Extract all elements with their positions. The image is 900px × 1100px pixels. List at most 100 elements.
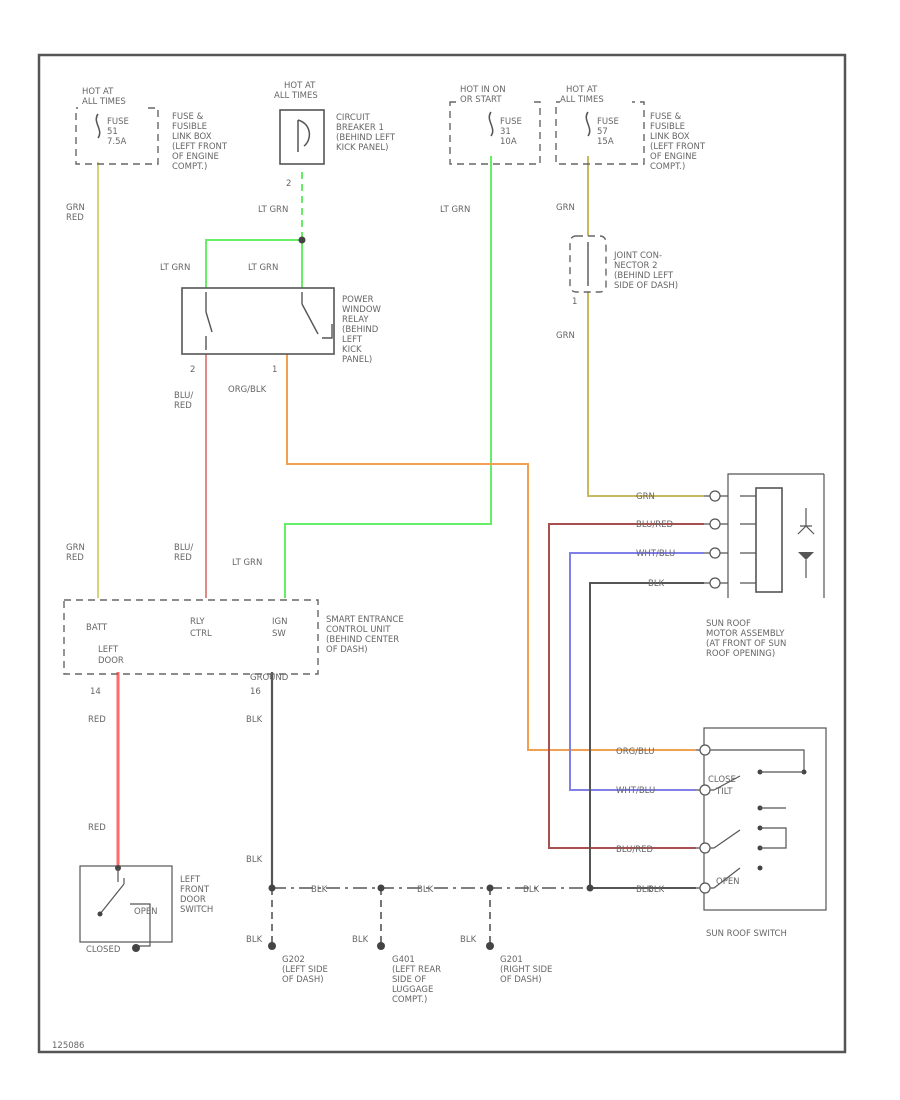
motor-body [755,487,783,593]
splice-dot [586,884,594,892]
ground-label: G201 [500,955,523,965]
switch-desc: SUN ROOF SWITCH [706,929,787,939]
fuse-31-hot-label-2: OR START [460,95,502,105]
switch-close-label: CLOSE [708,775,736,785]
joint-connector-2: JOINT CON- NECTOR 2 (BEHIND LEFT SIDE OF… [569,235,678,307]
splice-dot [486,884,494,892]
wire-label: RED [66,213,84,223]
fuse-51-desc: FUSIBLE [172,122,207,132]
breaker-hot-label-2: ALL TIMES [274,91,318,101]
wire-label: RED [66,553,84,563]
fuse-57-desc: OF ENGINE [650,152,697,162]
wire-label: BLK [246,935,263,945]
fuse-57-icon [585,111,591,137]
wire-grn-motor [587,292,704,497]
ground-symbol [377,942,385,950]
wire-label: BLK [523,885,540,895]
control-unit-desc: OF DASH) [326,645,368,655]
wire-label: BLK [246,855,263,865]
fuse-57-number: 57 [597,127,608,137]
door-switch-desc: DOOR [180,895,206,905]
switch-tilt-label: TILT [715,787,733,797]
splice-dot [377,884,385,892]
fuse-51-label: FUSE [107,117,129,127]
door-switch-desc: FRONT [180,885,210,895]
fuse-51-rating: 7.5A [107,137,127,147]
ground-desc: (LEFT REAR [392,965,441,975]
smart-entrance-control-unit: BATT RLY CTRL IGN SW LEFT DOOR GROUND SM… [63,599,404,697]
motor-wire-label: GRN [636,492,655,502]
control-unit-door-label: DOOR [98,656,124,666]
breaker-hot-label: HOT AT [284,81,316,91]
wire-label: LT GRN [258,205,288,215]
ground-symbol [486,942,494,950]
left-front-door-switch: OPEN CLOSED LEFT FRONT DOOR SWITCH [79,865,213,955]
ground-g401: G401 (LEFT REAR SIDE OF LUGGAGE COMPT.) [392,955,441,1005]
switch-wire-label: WHT/BLU [616,786,655,796]
fuse-51-desc: OF ENGINE [172,152,219,162]
joint-desc: NECTOR 2 [614,261,658,271]
wire-label: BLU/ [174,543,193,553]
breaker-icon [297,119,311,152]
wire-label: BLU/ [174,391,193,401]
door-switch-desc: SWITCH [180,905,213,915]
fuse-31-source: HOT IN ON OR START FUSE 31 10A [449,85,541,165]
wire-label: BLK [352,935,369,945]
wire-label: BLK [460,935,477,945]
wire-label: GRN [556,203,575,213]
wire-label: RED [88,715,106,725]
control-unit-desc: SMART ENTRANCE [326,615,404,625]
switch-wire-label: BLK [636,885,653,895]
ground-desc: (RIGHT SIDE [500,965,552,975]
fuse-57-rating: 15A [597,137,614,147]
diagram-frame [37,53,847,1054]
fuse-51-source: HOT AT ALL TIMES FUSE 51 7.5A FUSE & FUS… [75,87,228,172]
relay-box [181,287,335,355]
control-unit-sw-label: SW [272,629,286,639]
power-window-relay: POWER WINDOW RELAY (BEHIND LEFT KICK PAN… [181,287,382,375]
wire-label: RED [88,823,106,833]
ground-desc: LUGGAGE [392,985,433,995]
motor-brush-icon [797,508,815,535]
breaker-desc: BREAKER 1 [336,123,384,133]
door-switch-closed-label: CLOSED [86,945,121,955]
wire-label: GRN [556,331,575,341]
switch-open-label: OPEN [716,877,740,887]
ground-desc: COMPT.) [392,995,427,1005]
control-unit-batt-label: BATT [86,623,108,633]
fuse-31-hot-label: HOT IN ON [460,85,506,95]
wire-label: RED [174,553,192,563]
relay-desc: LEFT [342,335,363,345]
figure-code: 125086 [52,1041,84,1051]
ground-symbol [268,942,276,950]
control-unit-rly-label: RLY [190,617,206,627]
wire-org-blk [286,354,696,751]
fuse-57-hot-label-2: ALL TIMES [560,95,604,105]
breaker-desc: CIRCUIT [336,113,371,123]
control-unit-pin: 14 [90,687,101,697]
control-unit-left-label: LEFT [98,645,119,655]
wire-label: LT GRN [440,205,470,215]
wire-label: LT GRN [160,263,190,273]
motor-desc: (AT FRONT OF SUN [706,639,786,649]
joint-desc: JOINT CON- [613,251,662,261]
wire-label: ORG/BLK [228,385,267,395]
relay-pin: 2 [190,365,195,375]
relay-desc: RELAY [342,315,369,325]
fuse-31-number: 31 [500,127,511,137]
wire-lt-grn-ign [284,156,492,598]
ground-desc: OF DASH) [500,975,542,985]
motor-desc: MOTOR ASSEMBLY [706,629,785,639]
wire-label: LT GRN [232,558,262,568]
joint-desc: SIDE OF DASH) [614,281,678,291]
splice-dot [298,236,306,244]
relay-desc: WINDOW [342,305,382,315]
breaker-pin: 2 [286,179,291,189]
motor-desc: ROOF OPENING) [706,649,775,659]
ground-desc: SIDE OF [392,975,426,985]
fuse-57-desc: (LEFT FRONT [650,142,706,152]
fuse-51-hot-label-2: ALL TIMES [82,97,126,107]
fuse-57-label: FUSE [597,117,619,127]
wire-label: LT GRN [248,263,278,273]
